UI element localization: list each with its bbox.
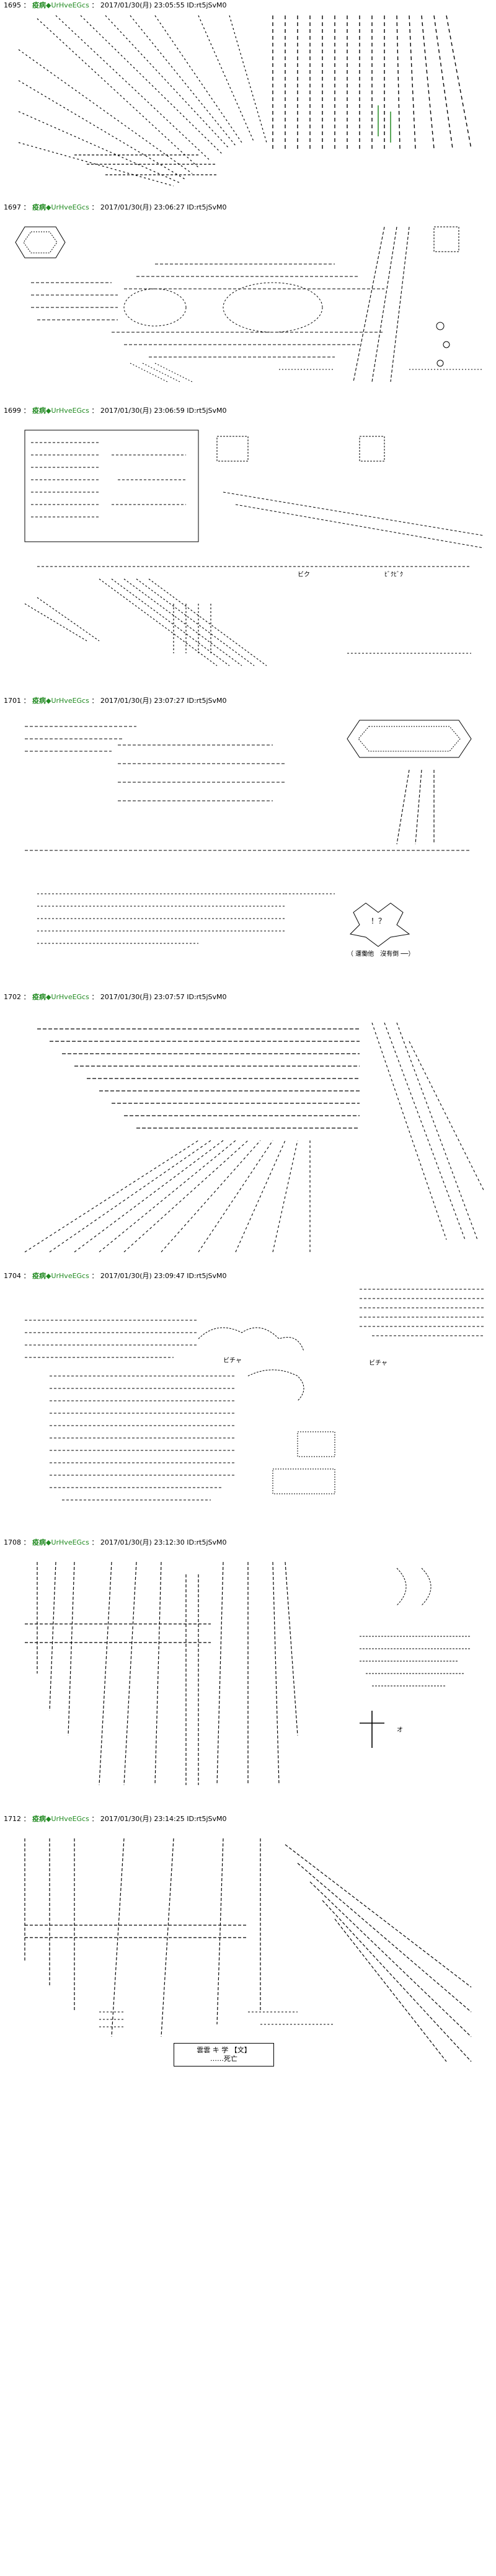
ascii-art-collapse: 雲雲 キ 学 【文】 ……死亡 — [12, 1826, 484, 2570]
poster-trip: ◆UrHveEGcs — [46, 1538, 89, 1546]
poster-name: 疫病 — [32, 203, 46, 211]
post-date: 2017/01/30(月) — [100, 407, 152, 415]
sfx-exclaim: ！？ — [371, 917, 386, 925]
post-date: 2017/01/30(月) — [100, 697, 152, 705]
ascii-art-scene — [12, 214, 484, 388]
post-number[interactable]: 1704 — [4, 1272, 21, 1280]
post-date: 2017/01/30(月) — [100, 1815, 152, 1823]
post-number[interactable]: 1708 — [4, 1538, 21, 1546]
post-date: 2017/01/30(月) — [100, 203, 152, 211]
post-1704: 1704 ： 疫病◆UrHveEGcs ： 2017/01/30(月) 23:0… — [0, 1272, 496, 1532]
poster-trip: ◆UrHveEGcs — [46, 407, 89, 415]
post-time: 23:07:27 — [154, 697, 185, 705]
caption-line: ……死亡 — [210, 2055, 237, 2063]
poster-name: 疫病 — [32, 697, 46, 705]
post-time: 23:06:59 — [154, 407, 185, 415]
ascii-art-speed-lines — [12, 12, 484, 192]
post-header: 1697 ： 疫病◆UrHveEGcs ： 2017/01/30(月) 23:0… — [4, 203, 227, 211]
sfx-text: ビク — [298, 571, 310, 578]
post-1701: 1701 ： 疫病◆UrHveEGcs ： 2017/01/30(月) 23:0… — [0, 697, 496, 977]
caption-text: （ 運働他 沒有倒 ──） — [347, 951, 415, 958]
post-1697: 1697 ： 疫病◆UrHveEGcs ： 2017/01/30(月) 23:0… — [0, 203, 496, 389]
post-header: 1712 ： 疫病◆UrHveEGcs ： 2017/01/30(月) 23:1… — [4, 1815, 227, 1823]
post-time: 23:09:47 — [154, 1272, 185, 1280]
sfx-text: ビチャ — [223, 1357, 242, 1364]
post-1708: 1708 ： 疫病◆UrHveEGcs ： 2017/01/30(月) 23:1… — [0, 1538, 496, 1805]
post-header: 1701 ： 疫病◆UrHveEGcs ： 2017/01/30(月) 23:0… — [4, 697, 227, 705]
post-header: 1695 ： 疫病◆UrHveEGcs ： 2017/01/30(月) 23:0… — [4, 1, 227, 9]
ascii-art-confrontation: ！？ （ 運働他 沒有倒 ──） — [12, 708, 484, 976]
post-header: 1708 ： 疫病◆UrHveEGcs ： 2017/01/30(月) 23:1… — [4, 1538, 227, 1546]
ascii-art-figure: オ — [12, 1550, 484, 1804]
death-caption-box: 雲雲 キ 学 【文】 ……死亡 — [174, 2043, 274, 2067]
sfx-text: ビチャ — [369, 1360, 388, 1367]
ascii-art-impact — [12, 1004, 484, 1258]
ascii-art-panels: ビク ﾋﾞｸﾋﾞｸ — [12, 418, 484, 678]
poster-name: 疫病 — [32, 1272, 46, 1280]
post-id: ID:rt5jSvM0 — [187, 1538, 227, 1546]
post-id: ID:rt5jSvM0 — [187, 1, 227, 9]
post-1695: 1695 ： 疫病◆UrHveEGcs ： 2017/01/30(月) 23:0… — [0, 1, 496, 195]
sfx-text: オ — [397, 1727, 403, 1734]
post-id: ID:rt5jSvM0 — [187, 1815, 227, 1823]
post-time: 23:14:25 — [154, 1815, 185, 1823]
post-time: 23:12:30 — [154, 1538, 185, 1546]
ascii-art-drawing — [25, 1289, 484, 1501]
ascii-art-drawing — [24, 1022, 484, 1253]
post-id: ID:rt5jSvM0 — [187, 697, 227, 705]
post-number[interactable]: 1702 — [4, 993, 21, 1001]
post-number[interactable]: 1712 — [4, 1815, 21, 1823]
ascii-art-drawing — [25, 720, 472, 947]
post-header: 1704 ： 疫病◆UrHveEGcs ： 2017/01/30(月) 23:0… — [4, 1272, 227, 1280]
poster-trip: ◆UrHveEGcs — [46, 697, 89, 705]
post-1712: 1712 ： 疫病◆UrHveEGcs ： 2017/01/30(月) 23:1… — [0, 1815, 496, 2571]
poster-name: 疫病 — [32, 1815, 46, 1823]
post-number[interactable]: 1699 — [4, 407, 21, 415]
ascii-art-splash: ビチャ ビチャ — [12, 1283, 484, 1531]
poster-name: 疫病 — [32, 407, 46, 415]
ascii-art-drawing — [24, 430, 484, 666]
poster-trip: ◆UrHveEGcs — [46, 1, 89, 9]
ascii-art-drawing — [24, 1838, 472, 2062]
caption-line: 雲雲 キ 学 【文】 — [197, 2046, 251, 2054]
ascii-art-drawing — [25, 1561, 471, 1786]
post-time: 23:07:57 — [154, 993, 185, 1001]
poster-trip: ◆UrHveEGcs — [46, 1815, 89, 1823]
post-date: 2017/01/30(月) — [100, 1538, 152, 1546]
post-time: 23:05:55 — [154, 1, 185, 9]
post-number[interactable]: 1701 — [4, 697, 21, 705]
post-date: 2017/01/30(月) — [100, 993, 152, 1001]
post-date: 2017/01/30(月) — [100, 1, 152, 9]
poster-name: 疫病 — [32, 1, 46, 9]
post-date: 2017/01/30(月) — [100, 1272, 152, 1280]
post-id: ID:rt5jSvM0 — [187, 407, 227, 415]
post-1702: 1702 ： 疫病◆UrHveEGcs ： 2017/01/30(月) 23:0… — [0, 993, 496, 1259]
sfx-text: ﾋﾞｸﾋﾞｸ — [384, 571, 403, 578]
poster-name: 疫病 — [32, 1538, 46, 1546]
post-id: ID:rt5jSvM0 — [187, 1272, 227, 1280]
poster-name: 疫病 — [32, 993, 46, 1001]
poster-trip: ◆UrHveEGcs — [46, 1272, 89, 1280]
post-1699: 1699 ： 疫病◆UrHveEGcs ： 2017/01/30(月) 23:0… — [0, 407, 496, 679]
post-header: 1702 ： 疫病◆UrHveEGcs ： 2017/01/30(月) 23:0… — [4, 993, 227, 1001]
post-id: ID:rt5jSvM0 — [187, 993, 227, 1001]
post-time: 23:06:27 — [154, 203, 185, 211]
post-header: 1699 ： 疫病◆UrHveEGcs ： 2017/01/30(月) 23:0… — [4, 407, 227, 415]
poster-trip: ◆UrHveEGcs — [46, 993, 89, 1001]
ascii-art-drawing — [15, 226, 484, 382]
poster-trip: ◆UrHveEGcs — [46, 203, 89, 211]
post-id: ID:rt5jSvM0 — [187, 203, 227, 211]
ascii-art-drawing — [18, 15, 472, 187]
post-number[interactable]: 1697 — [4, 203, 21, 211]
post-number[interactable]: 1695 — [4, 1, 21, 9]
